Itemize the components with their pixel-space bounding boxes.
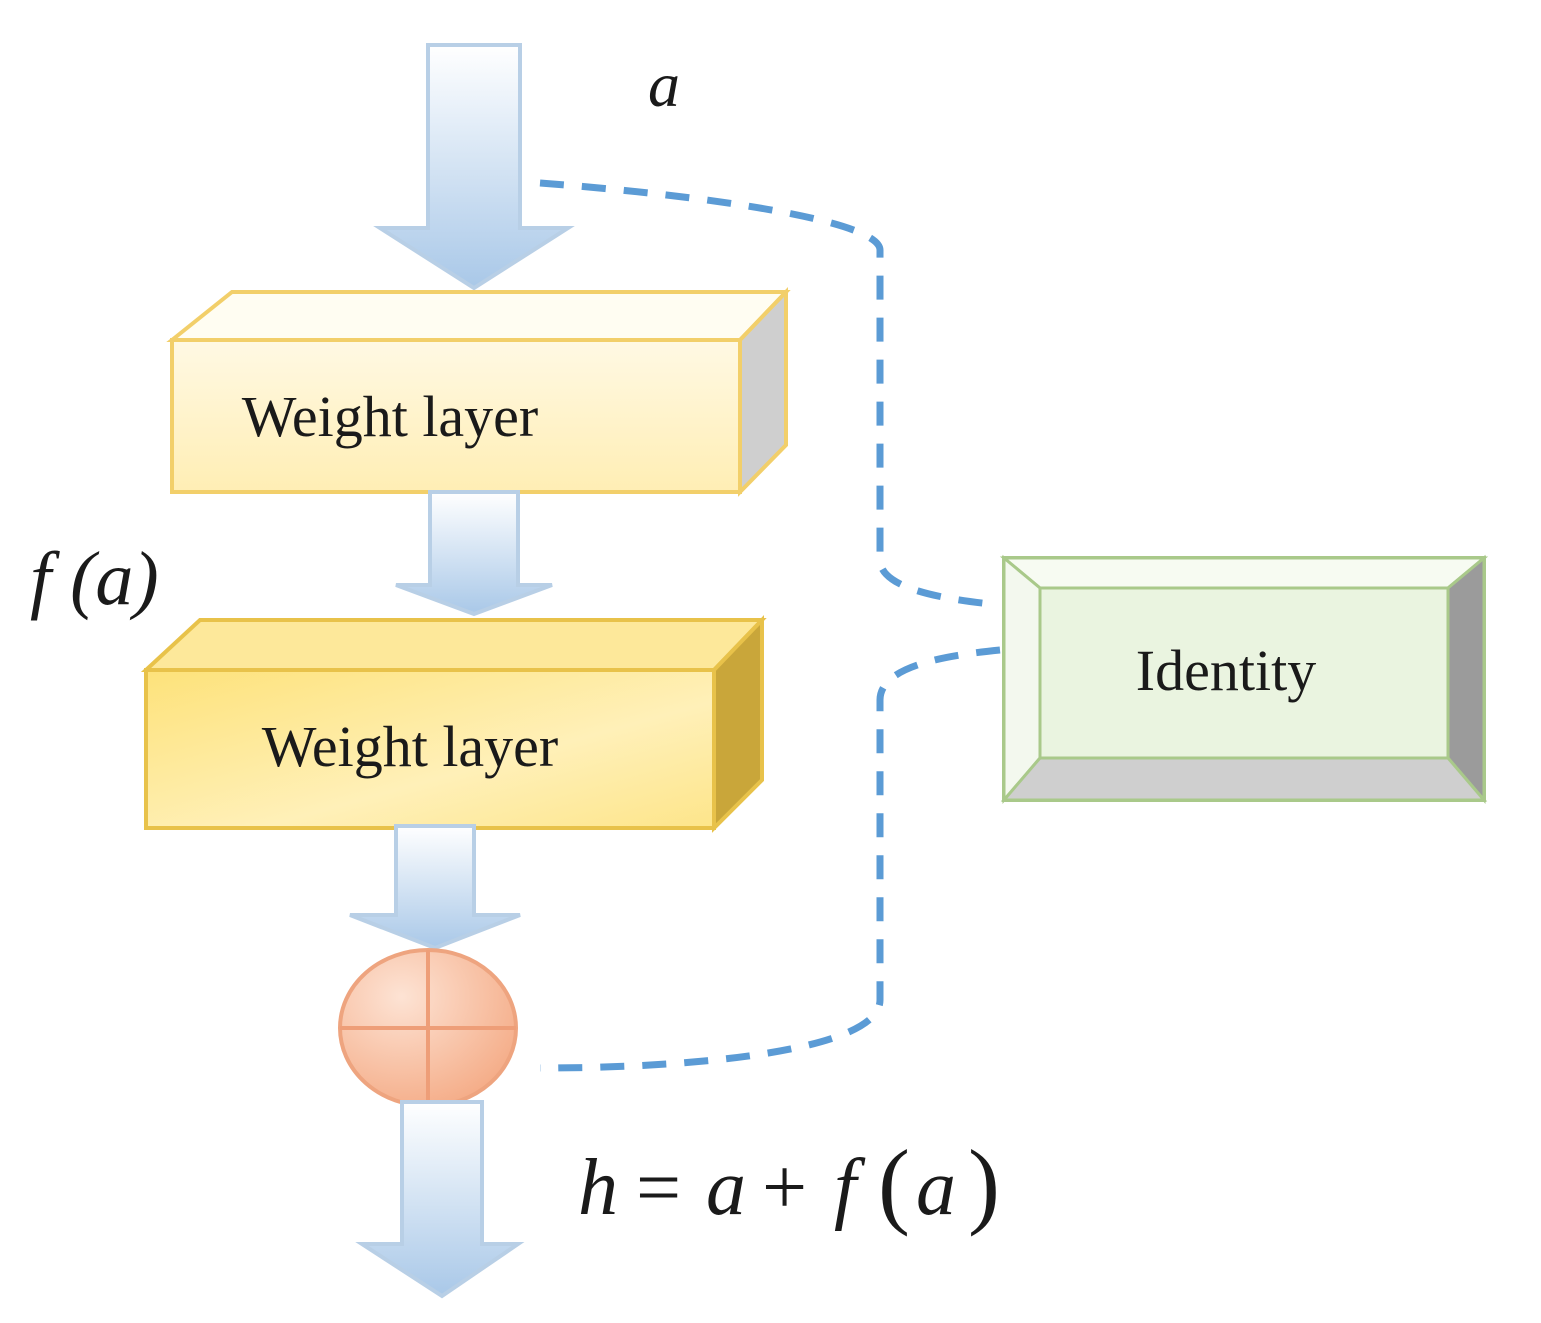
intermediate-arrow bbox=[395, 490, 553, 617]
output-lhs: h bbox=[578, 1144, 618, 1232]
output-arg: a bbox=[916, 1144, 956, 1232]
to-adder-arrow bbox=[349, 824, 521, 951]
weight-layer-2: Weight layer bbox=[140, 615, 767, 833]
input-arrow bbox=[373, 43, 575, 291]
weight-layer-2-label: Weight layer bbox=[262, 714, 559, 779]
output-plus: + bbox=[762, 1144, 807, 1232]
weight-layer-1: Weight layer bbox=[166, 287, 791, 497]
output-f: f bbox=[834, 1144, 866, 1232]
output-eq: = bbox=[636, 1144, 681, 1232]
identity-label: Identity bbox=[1136, 638, 1316, 703]
shortcut-dashed-connector bbox=[539, 179, 1001, 1072]
weight-layer-1-label: Weight layer bbox=[242, 384, 539, 449]
intermediate-label: f (a) bbox=[30, 537, 159, 621]
output-close-paren: ) bbox=[968, 1130, 1000, 1237]
output-a: a bbox=[706, 1144, 746, 1232]
output-equation: h = a + f ( a ) bbox=[578, 1130, 1000, 1237]
input-label: a bbox=[648, 49, 680, 120]
output-arrow bbox=[355, 1100, 525, 1299]
adder-plus-icon bbox=[338, 948, 518, 1108]
identity-block: Identity bbox=[999, 554, 1489, 805]
output-open-paren: ( bbox=[878, 1130, 910, 1237]
